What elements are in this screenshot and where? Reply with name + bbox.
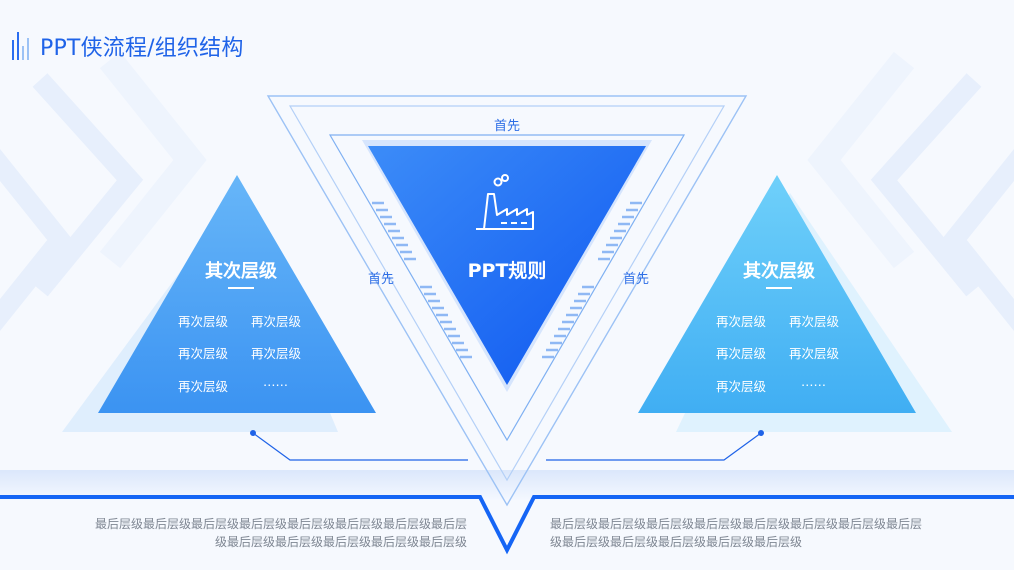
left-panel-rule [228, 287, 254, 289]
right-panel-item: 再次层级 [789, 314, 840, 329]
right-panel-item: 再次层级 [789, 346, 840, 361]
left-connector-dot [250, 430, 256, 436]
footer-text-right: 最后层级最后层级最后层级最后层级最后层级最后层级最后层级最后层级最后层级最后层级… [550, 517, 923, 549]
background-chevrons [0, 73, 1014, 332]
right-panel-rule [766, 287, 792, 289]
middle-triangle-frame [288, 105, 726, 482]
left-panel-item: 再次层级 [178, 346, 229, 361]
top-label-backdrop [484, 112, 530, 134]
outer-triangle-frame [266, 95, 748, 507]
right-connector-dot [758, 430, 764, 436]
factory-icon [476, 174, 534, 230]
background-chevrons-light [99, 51, 915, 269]
right-panel-item: 再次层级 [716, 379, 767, 394]
left-panel-item: 再次层级 [178, 314, 229, 329]
title-accent-bars [12, 28, 36, 60]
left-panel-item: 再次层级 [251, 314, 302, 329]
right-hatch [542, 201, 642, 359]
left-panel-ellipsis: …… [263, 374, 288, 389]
inner-triangle-frame [328, 134, 686, 442]
right-edge-label: 首先 [622, 272, 650, 287]
right-panel-ellipsis: …… [801, 374, 826, 389]
footer-divider [0, 495, 1014, 555]
left-hatch [372, 201, 472, 359]
left-panel-item: 再次层级 [251, 346, 302, 361]
center-title: PPT规则 [467, 260, 547, 282]
right-triangle [638, 175, 916, 413]
left-panel-item: 再次层级 [178, 379, 229, 394]
page-title: PPT侠流程/组织结构 [40, 36, 244, 61]
footer-text-left: 最后层级最后层级最后层级最后层级最后层级最后层级最后层级最后层级最后层级最后层级… [95, 517, 468, 549]
left-panel-title: 其次层级 [205, 261, 277, 282]
right-panel-title: 其次层级 [743, 261, 815, 282]
left-triangle [98, 175, 376, 413]
left-connector [252, 432, 468, 461]
left-edge-label: 首先 [367, 272, 395, 287]
center-triangle [368, 146, 646, 385]
right-panel-item: 再次层级 [716, 346, 767, 361]
top-label: 首先 [493, 119, 521, 134]
right-panel-item: 再次层级 [716, 314, 767, 329]
right-connector [546, 432, 762, 461]
